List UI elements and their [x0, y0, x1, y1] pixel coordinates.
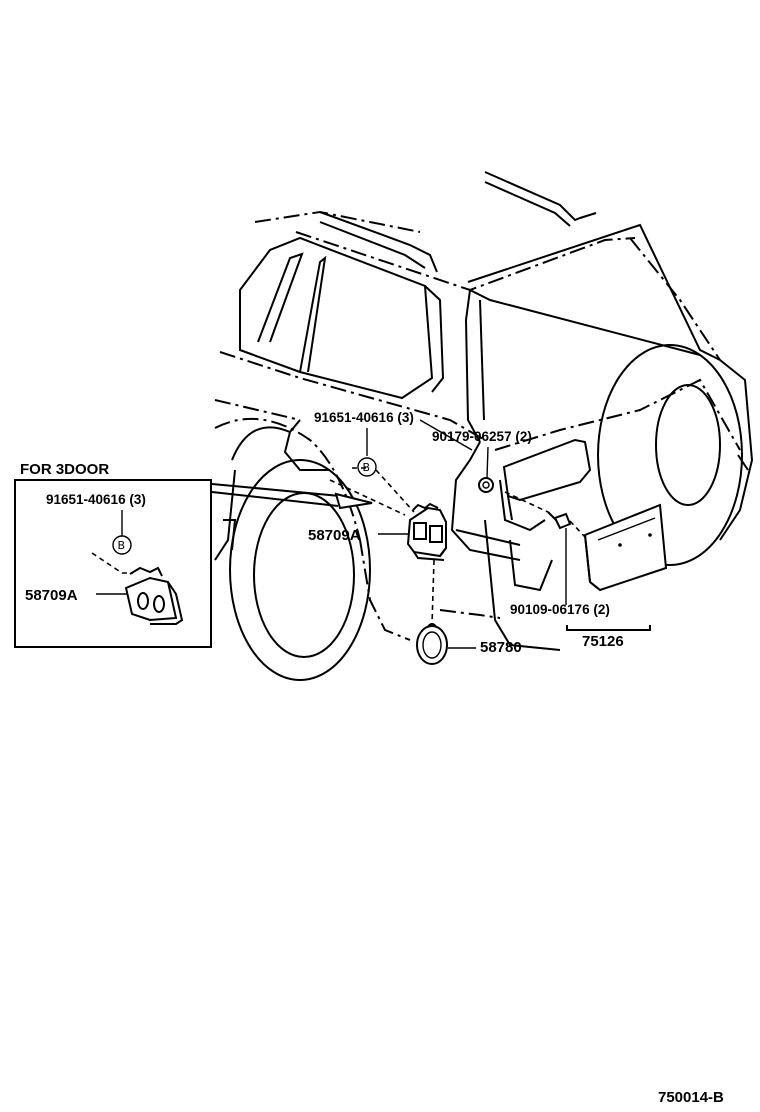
callout-bracket-main: 58709A	[308, 527, 361, 544]
bracket-main-part	[406, 502, 447, 561]
inset-box: FOR 3DOOR 91651-40616 (3) B 58709A	[14, 461, 212, 648]
vehicle-body	[214, 171, 754, 681]
reference-marker-inset-label: B	[118, 539, 126, 552]
callout-nut: 90179-06257 (2)	[432, 429, 532, 444]
callout-bracket-inset: 58709A	[25, 587, 78, 604]
callout-screw: 90109-06176 (2)	[510, 602, 610, 617]
reference-marker-main: B	[357, 457, 377, 477]
screw-part	[504, 491, 586, 605]
license-plate-part	[566, 503, 668, 631]
callout-bolt-main: 91651-40616 (3)	[314, 410, 414, 425]
bracket-inset-part	[124, 566, 184, 625]
callout-grommet: 58780	[480, 639, 522, 656]
leader-bolt-main	[419, 419, 473, 451]
grommet-part	[416, 559, 476, 665]
figure-id: 750014-B	[658, 1089, 724, 1106]
reference-marker-inset	[112, 535, 132, 555]
reference-marker-main-label: B	[363, 461, 371, 474]
nut-part	[478, 446, 494, 493]
inset-title: FOR 3DOOR	[20, 461, 109, 478]
callout-bolt-inset: 91651-40616 (3)	[46, 492, 146, 507]
callout-plate: 75126	[582, 633, 624, 650]
inset-arrow	[211, 483, 373, 510]
